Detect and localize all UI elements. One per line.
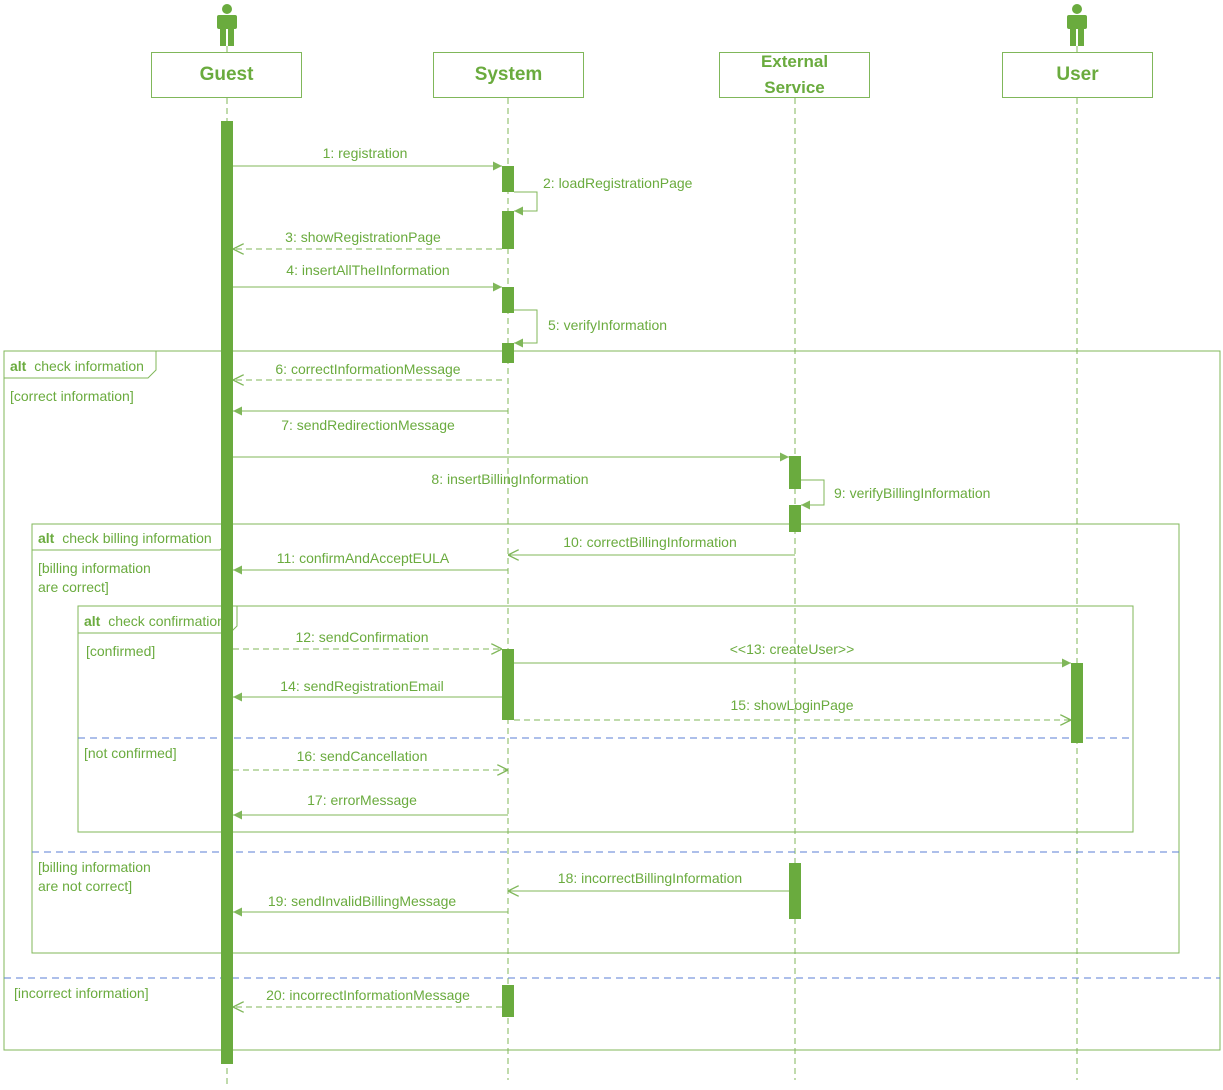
fragment-check-confirmation: [77, 605, 1134, 833]
fragment-check-confirmation-title: alt check confirmation: [84, 613, 225, 629]
activation-guest: [221, 121, 233, 1064]
guard-billing-correct-line1: [billing information: [38, 560, 151, 576]
message-3-label: 3: showRegistrationPage: [285, 229, 441, 245]
participant-guest: Guest: [151, 52, 302, 98]
message-13-label: <<13: createUser>>: [730, 641, 855, 657]
user-actor-icon: [1067, 4, 1087, 46]
message-6-label: 6: correctInformationMessage: [275, 361, 460, 377]
message-18-label: 18: incorrectBillingInformation: [558, 870, 742, 886]
message-15-label: 15: showLoginPage: [731, 697, 854, 713]
guard-billing-not-correct-line1: [billing information: [38, 859, 151, 875]
activation-system-4: [502, 343, 514, 363]
fragment-check-information: [3, 350, 1221, 1051]
activation-system-6: [502, 985, 514, 1017]
fragment-check-confirmation-operator: alt: [84, 613, 101, 629]
guard-billing-correct-line2: are correct]: [38, 579, 109, 595]
fragment-check-information-title: alt check information: [10, 358, 144, 374]
message-5-label: 5: verifyInformation: [548, 317, 667, 333]
message-8-label: 8: insertBillingInformation: [431, 471, 588, 487]
guest-actor-icon: [217, 4, 237, 46]
fragment-check-billing-condition: check billing information: [62, 530, 211, 546]
participant-external-label-line2: Service: [764, 78, 825, 97]
fragment-check-billing: [31, 523, 1180, 954]
guard-billing-not-correct-line2: are not correct]: [38, 878, 132, 894]
fragment-check-billing-operator: alt: [38, 530, 55, 546]
participant-user-label: User: [1056, 64, 1099, 85]
participant-external-label-line1: External: [760, 52, 829, 71]
guard-incorrect-information: [incorrect information]: [14, 985, 149, 1001]
participant-guest-label: Guest: [199, 64, 254, 85]
message-2-arrow: [514, 191, 538, 216]
message-9-label: 9: verifyBillingInformation: [834, 485, 990, 501]
fragment-check-confirmation-condition: check confirmation: [108, 613, 225, 629]
activation-external-2: [789, 505, 801, 532]
activation-external-1: [789, 456, 801, 489]
message-19-label: 19: sendInvalidBillingMessage: [268, 893, 457, 909]
guard-not-confirmed: [not confirmed]: [84, 745, 177, 761]
message-9-arrow: [801, 479, 825, 510]
message-17-label: 17: errorMessage: [307, 792, 417, 808]
message-11-label: 11: confirmAndAcceptEULA: [277, 550, 450, 566]
message-1-label: 1: registration: [323, 145, 408, 161]
message-10-label: 10: correctBillingInformation: [563, 534, 737, 550]
guard-confirmed: [confirmed]: [86, 643, 155, 659]
fragment-check-information-condition: check information: [34, 358, 144, 374]
message-20-label: 20: incorrectInformationMessage: [266, 987, 470, 1003]
participant-system: System: [433, 52, 584, 98]
activation-system-1: [502, 166, 514, 192]
activation-system-2: [502, 211, 514, 249]
participant-system-label: System: [474, 64, 543, 85]
fragment-check-information-tab: [3, 351, 157, 379]
participant-external-service: External Service: [719, 52, 870, 98]
guard-correct-information: [correct information]: [10, 388, 134, 404]
fragment-check-information-operator: alt: [10, 358, 27, 374]
message-12-label: 12: sendConfirmation: [295, 629, 428, 645]
activation-system-3: [502, 287, 514, 313]
message-7-label: 7: sendRedirectionMessage: [281, 417, 455, 433]
fragment-check-billing-title: alt check billing information: [38, 530, 212, 546]
activation-system-5: [502, 649, 514, 720]
message-5-arrow: [514, 309, 538, 348]
message-2-label: 2: loadRegistrationPage: [543, 175, 693, 191]
message-16-label: 16: sendCancellation: [297, 748, 428, 764]
participant-user: User: [1002, 52, 1153, 98]
message-14-label: 14: sendRegistrationEmail: [280, 678, 443, 694]
message-4-label: 4: insertAllTheIInformation: [286, 262, 449, 278]
activation-user: [1071, 663, 1083, 743]
activation-external-3: [789, 863, 801, 919]
